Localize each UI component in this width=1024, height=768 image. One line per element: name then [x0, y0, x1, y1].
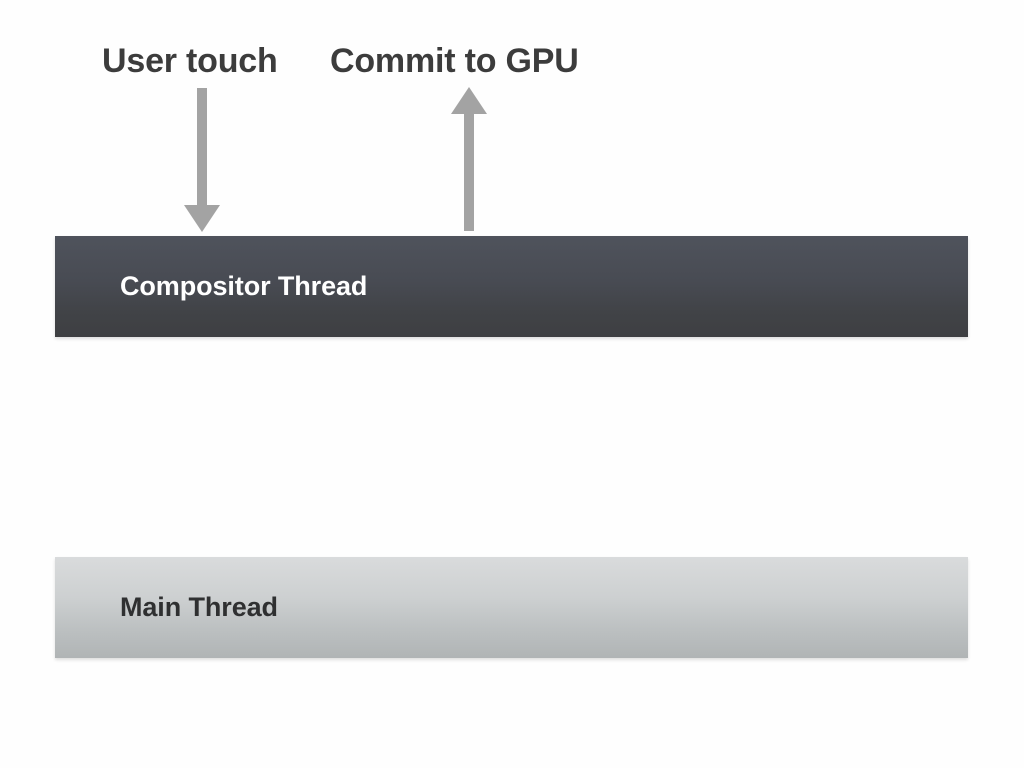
user-touch-label: User touch — [102, 42, 278, 80]
compositor-thread-bar: Compositor Thread — [55, 236, 968, 337]
main-thread-bar: Main Thread — [55, 557, 968, 658]
arrow-head — [451, 87, 487, 114]
main-thread-label: Main Thread — [120, 592, 278, 622]
user-touch-arrow-down-icon — [182, 88, 222, 232]
arrow-shaft — [464, 112, 474, 231]
compositor-thread-label: Compositor Thread — [120, 271, 368, 301]
arrow-head — [184, 205, 220, 232]
commit-to-gpu-arrow-up-icon — [451, 87, 487, 231]
arrow-shaft — [197, 88, 207, 207]
commit-to-gpu-label: Commit to GPU — [330, 42, 579, 80]
